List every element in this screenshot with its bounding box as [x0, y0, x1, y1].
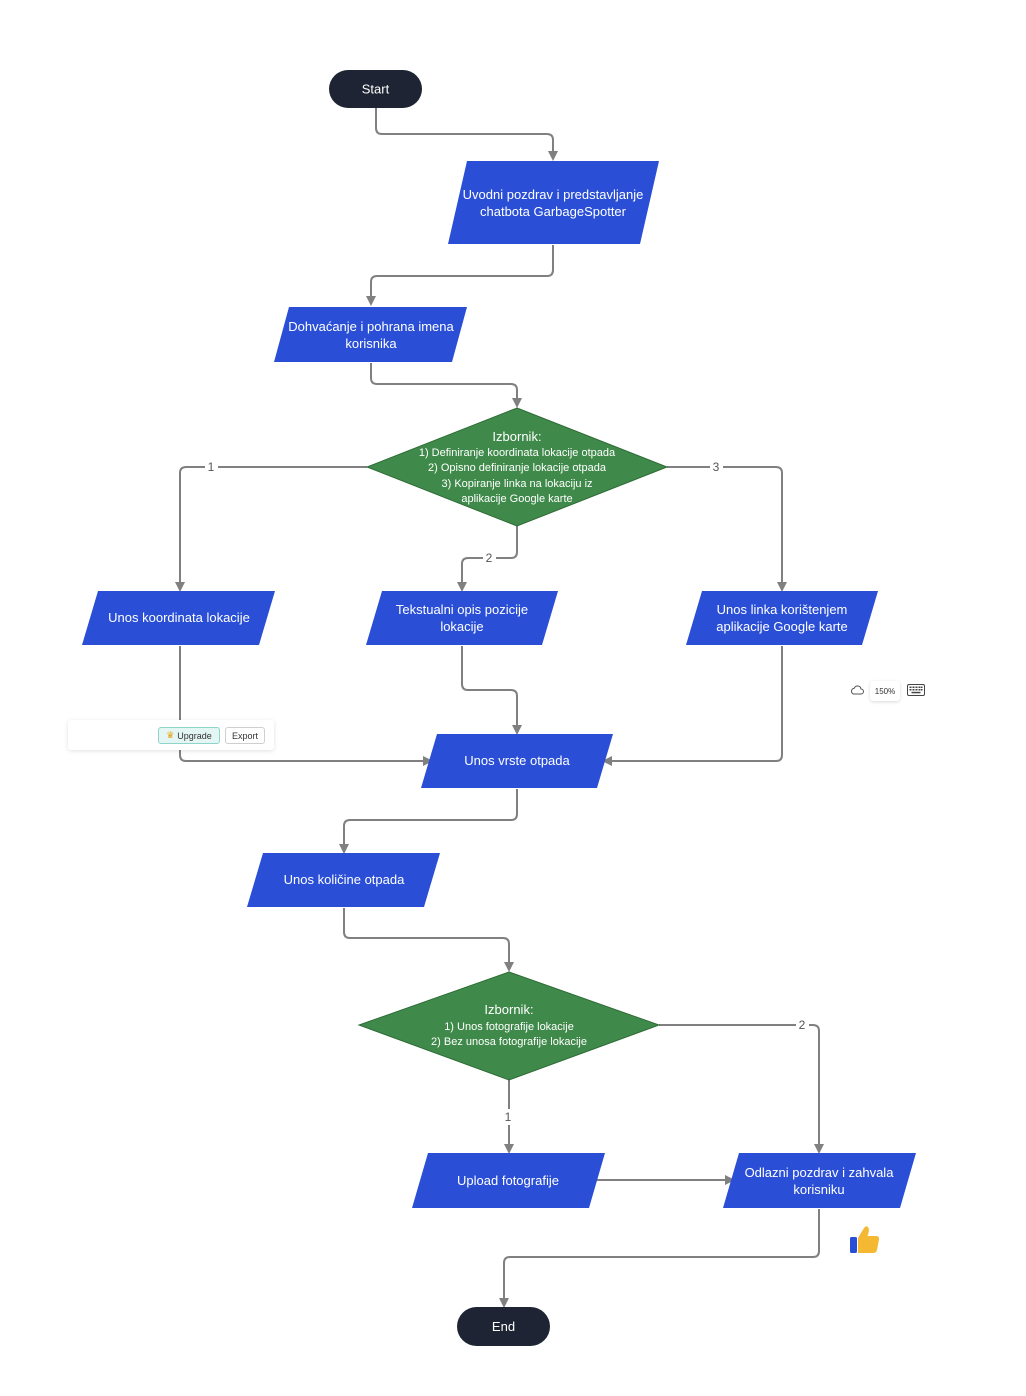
export-label: Export [231, 730, 258, 741]
link-label-line1: Unos linka korištenjem [717, 602, 848, 617]
coords-node[interactable]: Unos koordinata lokacije [82, 591, 275, 645]
edge-label-menu1-2: 2 [486, 551, 493, 565]
edge-amount-menu2 [343, 908, 514, 972]
thumbs-up-icon[interactable] [848, 1224, 882, 1256]
text-desc-label-line2: lokacije [440, 619, 483, 634]
menu2-shape [357, 971, 661, 1081]
coords-shape [82, 591, 275, 645]
edge-menu1-coords [175, 466, 367, 592]
cloud-icon[interactable] [850, 684, 864, 696]
menu1-option3-line2: aplikacije Google karte [461, 493, 572, 505]
greeting-label-line2: chatbota GarbageSpotter [480, 204, 627, 219]
edge-name-menu1 [370, 363, 522, 408]
start-shape [329, 70, 422, 108]
menu1-option1: 1) Definiranje koordinata lokacije otpad… [419, 447, 616, 459]
waste-amount-node[interactable]: Unos količine otpada [247, 853, 440, 907]
farewell-label-line1: Odlazni pozdrav i zahvala [745, 1165, 895, 1180]
edge-greeting-name [366, 245, 554, 306]
start-label: Start [362, 82, 390, 97]
link-label-line2: aplikacije Google karte [716, 619, 848, 634]
shapes: Start Uvodni pozdrav i predstavljanje ch… [82, 70, 916, 1346]
waste-type-label: Unos vrste otpada [464, 753, 570, 768]
greeting-shape [448, 161, 659, 244]
export-button[interactable]: Export [225, 727, 265, 744]
get-name-node[interactable]: Dohvaćanje i pohrana imena korisnika [274, 307, 467, 362]
zoom-level-button[interactable]: 150% [870, 681, 900, 701]
end-label: End [492, 1319, 515, 1334]
menu2-option2: 2) Bez unosa fotografije lokacije [431, 1036, 587, 1048]
menu2-title: Izbornik: [484, 1002, 533, 1017]
farewell-shape [723, 1153, 916, 1208]
menu1-decision[interactable]: Izbornik: 1) Definiranje koordinata loka… [365, 407, 669, 527]
edge-wastetype-amount [339, 789, 518, 854]
get-name-label-line1: Dohvaćanje i pohrana imena [288, 319, 454, 334]
upgrade-label: Upgrade [177, 730, 212, 741]
upload-shape [412, 1153, 605, 1208]
edge-menu2-farewell [659, 1024, 824, 1154]
get-name-shape [274, 307, 467, 362]
waste-amount-label: Unos količine otpada [284, 872, 405, 887]
edge-textdesc-wastetype [461, 646, 522, 735]
coords-label: Unos koordinata lokacije [108, 610, 250, 625]
menu1-shape [365, 407, 669, 527]
farewell-node[interactable]: Odlazni pozdrav i zahvala korisniku [723, 1153, 916, 1208]
zoom-level-label: 150% [874, 686, 896, 696]
edge-farewell-end [499, 1209, 820, 1308]
waste-amount-shape [247, 853, 440, 907]
edge-label-menu2-1: 1 [505, 1110, 512, 1124]
end-node[interactable]: End [457, 1307, 550, 1346]
greeting-node[interactable]: Uvodni pozdrav i predstavljanje chatbota… [448, 161, 659, 244]
edge-start-greeting [375, 108, 558, 161]
upload-label: Upload fotografije [457, 1173, 559, 1188]
keyboard-icon[interactable] [907, 684, 925, 696]
menu1-option2: 2) Opisno definiranje lokacije otpada [428, 462, 607, 474]
crown-icon: ♛ [166, 730, 175, 740]
text-desc-shape [366, 591, 558, 645]
upgrade-button[interactable]: ♛ Upgrade [158, 727, 220, 744]
farewell-label-line2: korisniku [793, 1182, 844, 1197]
upload-node[interactable]: Upload fotografije [412, 1153, 605, 1208]
link-shape [686, 591, 878, 645]
edge-link-wastetype [602, 646, 783, 766]
greeting-label-line1: Uvodni pozdrav i predstavljanje [463, 187, 644, 202]
text-desc-node[interactable]: Tekstualni opis pozicije lokacije [366, 591, 558, 645]
text-desc-label-line1: Tekstualni opis pozicije [396, 602, 528, 617]
menu1-option3-line1: 3) Kopiranje linka na lokaciju iz [441, 478, 592, 490]
end-shape [457, 1307, 550, 1346]
edge-labels: 1 2 3 1 2 [205, 459, 809, 1125]
edge-coords-wastetype [179, 646, 433, 766]
edge-label-menu1-1: 1 [208, 460, 215, 474]
waste-type-shape [421, 734, 613, 788]
waste-type-node[interactable]: Unos vrste otpada [421, 734, 613, 788]
menu2-decision[interactable]: Izbornik: 1) Unos fotografije lokacije 2… [357, 971, 661, 1081]
link-node[interactable]: Unos linka korištenjem aplikacije Google… [686, 591, 878, 645]
menu1-title: Izbornik: [492, 429, 541, 444]
get-name-label-line2: korisnika [345, 336, 397, 351]
start-node[interactable]: Start [329, 70, 422, 108]
edge-label-menu2-2: 2 [799, 1018, 806, 1032]
edge-label-menu1-3: 3 [713, 460, 720, 474]
menu2-option1: 1) Unos fotografije lokacije [444, 1021, 574, 1033]
connectors [175, 108, 824, 1308]
edge-menu1-link [667, 466, 787, 592]
